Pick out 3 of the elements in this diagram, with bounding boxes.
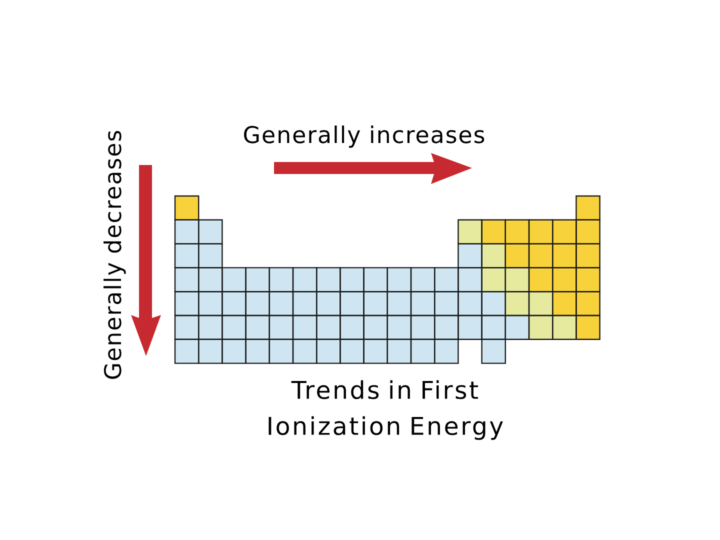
trend-label: Generally decreases (104, 130, 126, 379)
trend-label: Generally increases (244, 126, 484, 148)
caption: Trends in First Ionization Energy (268, 380, 503, 440)
